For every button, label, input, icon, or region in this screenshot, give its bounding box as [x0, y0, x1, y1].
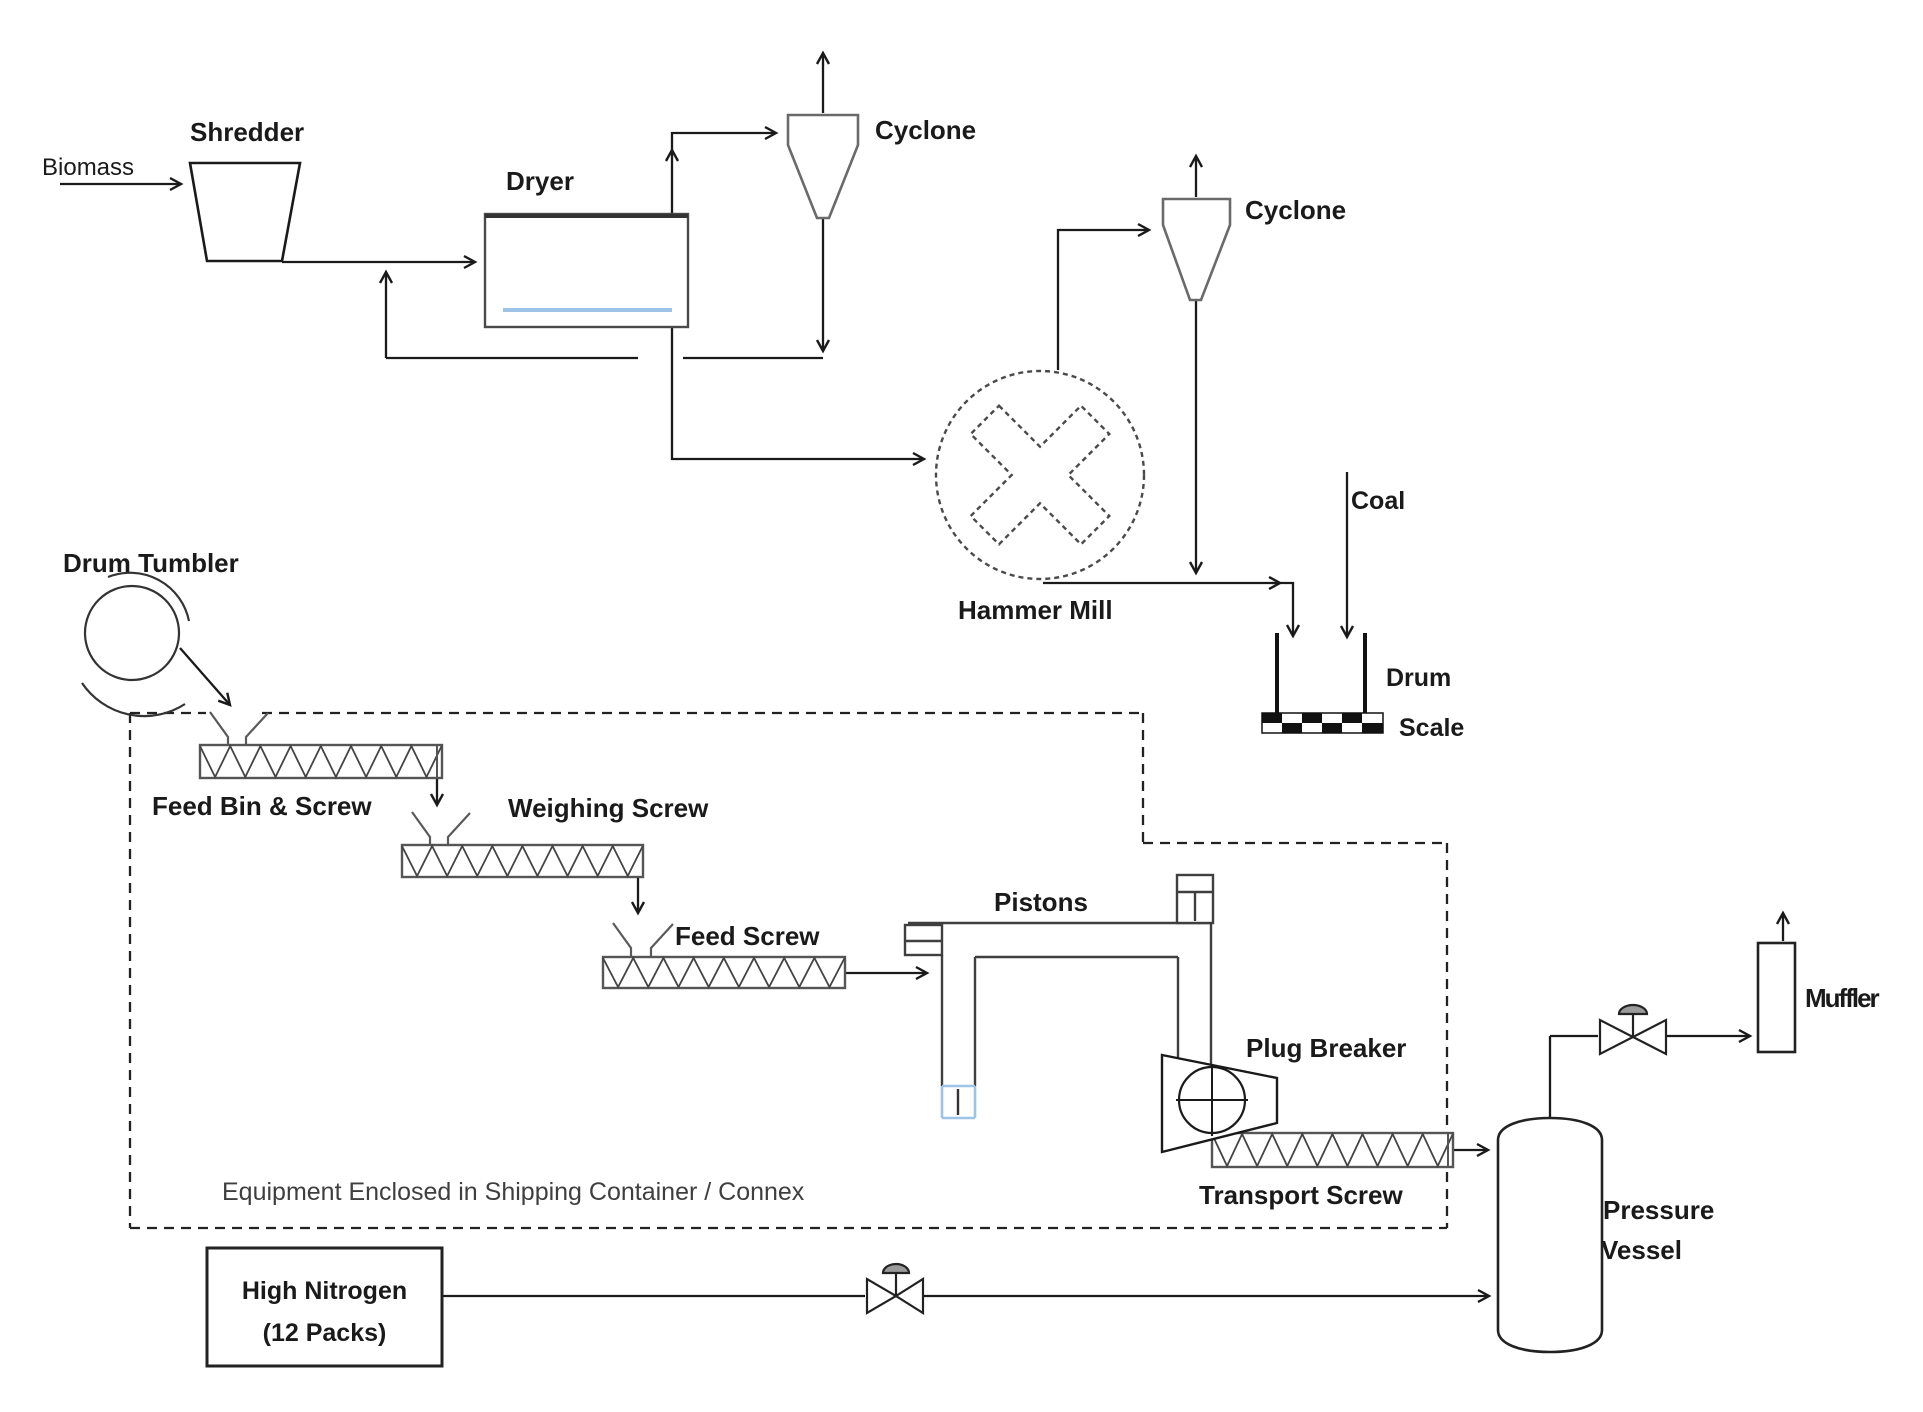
- feed-bin-hopper: [209, 711, 269, 745]
- weighing-screw-hopper: [411, 811, 471, 845]
- hammer-mill-symbol: [934, 369, 1146, 581]
- muffler-symbol: [1756, 941, 1797, 1054]
- drum-tumbler-symbol: [81, 571, 191, 718]
- cyclone-mill-symbol: [1161, 197, 1232, 302]
- nitrogen-valve-icon: [865, 1262, 925, 1315]
- container-note-label: Equipment Enclosed in Shipping Container…: [222, 1178, 805, 1206]
- plug-breaker-label: Plug Breaker: [1246, 1033, 1407, 1063]
- feed-screw-label: Feed Screw: [675, 921, 820, 951]
- relief-valve-icon: [1598, 1003, 1668, 1056]
- hammermill-to-drum-line: [1043, 581, 1301, 639]
- feed-screw-symbol: [601, 922, 847, 990]
- weighing-screw-symbol: [400, 811, 645, 879]
- feed-bin-screw-symbol: [198, 711, 444, 780]
- shredder-symbol: [188, 161, 302, 263]
- cyclone-top-symbol: [786, 113, 860, 220]
- cyclone-top-label: Cyclone: [875, 115, 977, 145]
- scale-label: Scale: [1399, 714, 1465, 742]
- tumbler-dump-arrow: [179, 647, 232, 707]
- feed-bin-screw-label: Feed Bin & Screw: [152, 791, 372, 821]
- coal-label: Coal: [1351, 487, 1406, 515]
- dryer-label: Dryer: [506, 166, 574, 196]
- scale-checker-platform: [1261, 712, 1384, 734]
- hammermill-to-cyclone2-line: [1056, 222, 1152, 370]
- bottom-piston: [940, 1084, 977, 1120]
- cyclone-mill-label: Cyclone: [1245, 195, 1347, 225]
- high-nitrogen-box: [205, 1246, 444, 1368]
- high-nitrogen-label-line2: (12 Packs): [262, 1319, 387, 1347]
- drum-scale-symbol: [1261, 633, 1384, 734]
- feed-screw-hopper: [612, 922, 674, 957]
- pressure-vessel-symbol: [1496, 1116, 1604, 1354]
- plug-breaker-symbol: [1160, 1053, 1279, 1154]
- transport-screw-symbol: [1210, 1131, 1455, 1169]
- transport-screw-label: Transport Screw: [1199, 1180, 1403, 1210]
- biomass-label: Biomass: [42, 154, 135, 181]
- shredder-label: Shredder: [190, 117, 305, 147]
- drum-tumbler-label: Drum Tumbler: [63, 548, 239, 578]
- piston-press-symbol: [903, 873, 1215, 1120]
- dryer-to-cyclone-line: [670, 125, 779, 150]
- weighing-screw-label: Weighing Screw: [508, 793, 709, 823]
- muffler-label: Muffler: [1805, 983, 1880, 1013]
- drum-label: Drum: [1386, 664, 1452, 692]
- dryer-symbol: [483, 212, 690, 329]
- high-nitrogen-label-line1: High Nitrogen: [241, 1277, 408, 1305]
- process-lines: [60, 50, 1791, 1304]
- pistons-label: Pistons: [994, 887, 1088, 917]
- hammer-mill-label: Hammer Mill: [958, 595, 1113, 625]
- dryer-to-hammermill-line: [670, 327, 927, 467]
- pressure-vessel-label-line1: Pressure: [1603, 1195, 1715, 1225]
- pressure-vessel-label-line2: Vessel: [1601, 1235, 1682, 1265]
